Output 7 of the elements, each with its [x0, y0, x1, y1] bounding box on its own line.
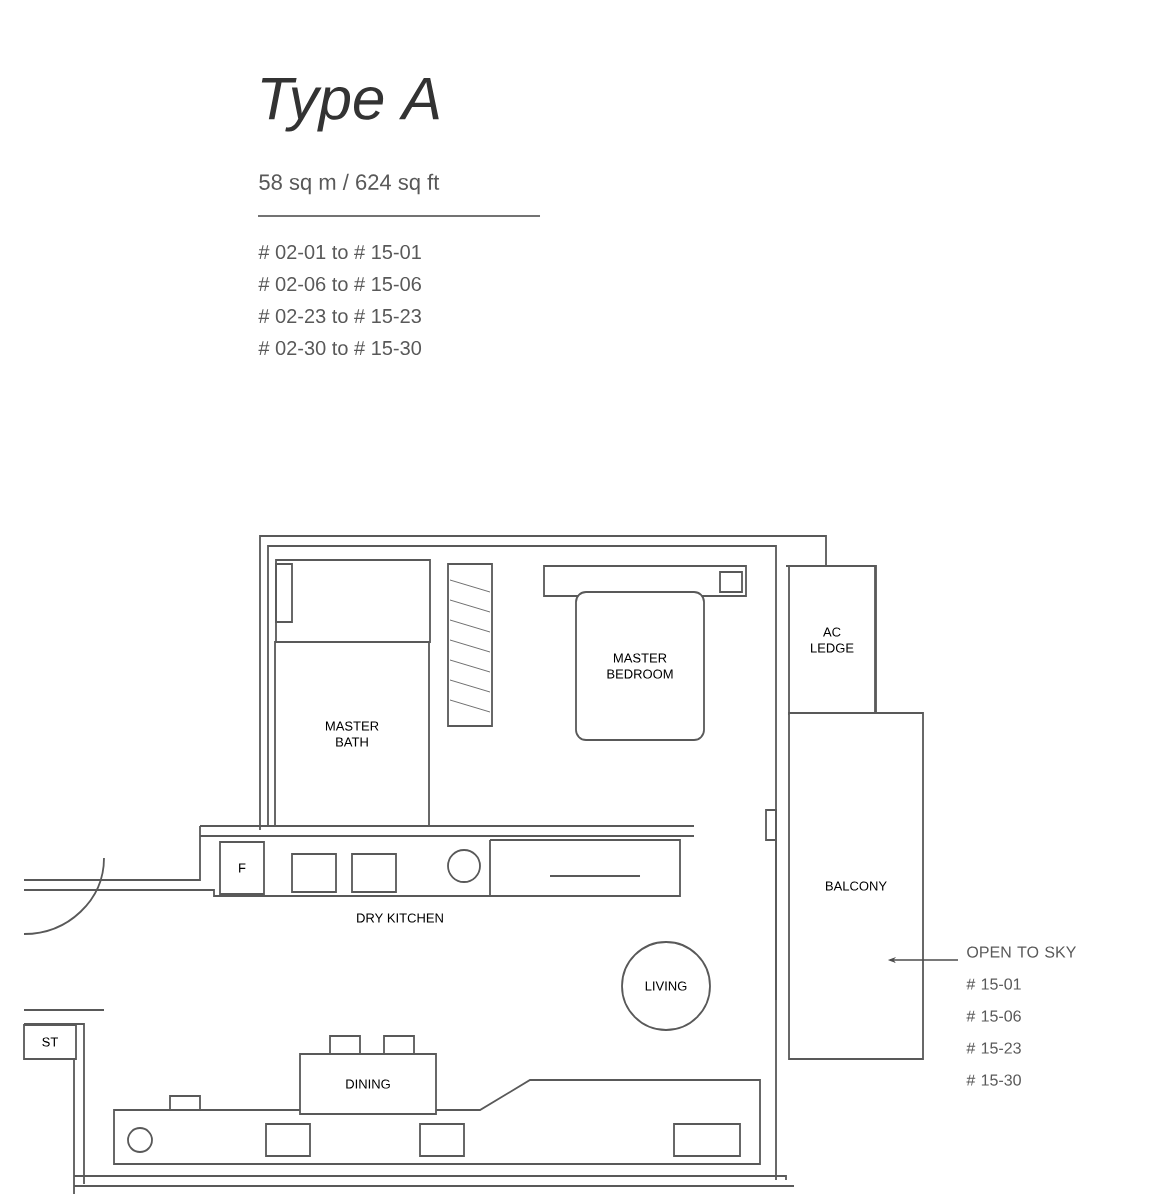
unit-number-text: # 02-30 to # 15-30 [258, 340, 422, 356]
area-text: 58 sq m / 624 sq ft [259, 173, 440, 195]
title: Type A [261, 77, 439, 132]
unit-number-text: # 02-23 to # 15-23 [258, 308, 421, 324]
unit-number-text: # 02-01 to # 15-01 [258, 244, 421, 260]
unit-number-text: # 02-06 to # 15-06 [258, 276, 421, 292]
note-text: OPEN TO SKY # 15-01 # 15-06 # 15-23 # 15-30 [966, 946, 1076, 1086]
